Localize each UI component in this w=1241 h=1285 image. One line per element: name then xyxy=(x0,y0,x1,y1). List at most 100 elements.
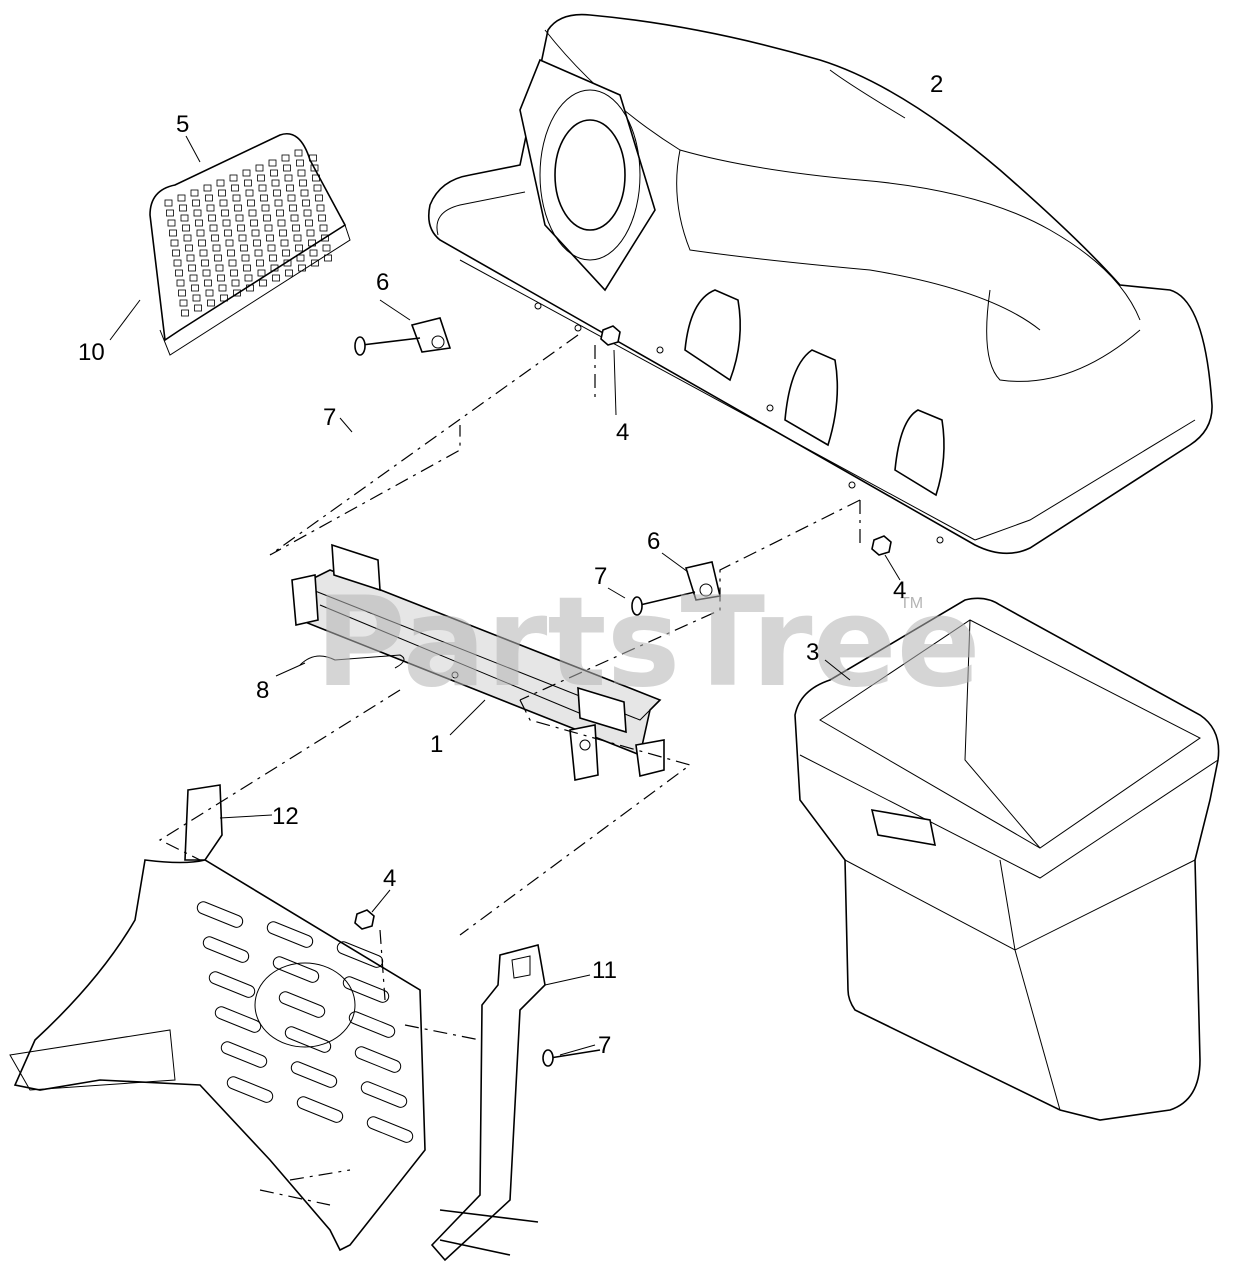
mesh-cell xyxy=(190,189,199,197)
callout-4-lower: 4 xyxy=(383,865,396,892)
mesh-cell xyxy=(216,179,225,187)
mesh-cell xyxy=(276,209,284,217)
mesh-cell xyxy=(316,204,325,212)
mesh-cell xyxy=(296,254,305,262)
mesh-cell xyxy=(298,264,306,272)
callout-1: 1 xyxy=(430,731,443,758)
mesh-cell xyxy=(198,239,206,247)
mesh-cell xyxy=(199,249,208,257)
mesh-cell xyxy=(219,199,228,207)
mesh-cell xyxy=(170,239,179,247)
frame-slot xyxy=(354,1046,402,1073)
frame-slot xyxy=(196,901,244,928)
mesh-cell xyxy=(287,194,296,202)
mesh-cell xyxy=(283,259,292,267)
part-nut-c xyxy=(354,909,375,930)
mesh-cell xyxy=(247,199,255,207)
mesh-cell xyxy=(311,259,319,267)
mesh-cell xyxy=(302,199,310,207)
mesh-cell xyxy=(313,184,322,192)
mesh-cell xyxy=(227,249,235,257)
mesh-cell xyxy=(173,259,182,267)
mesh-cell xyxy=(260,194,268,202)
mesh-cell xyxy=(286,184,294,192)
frame-slot xyxy=(284,1026,332,1053)
mesh-cell xyxy=(207,299,215,307)
mesh-cell xyxy=(255,164,264,172)
part-mount-bar xyxy=(291,543,665,781)
mesh-cell xyxy=(322,244,331,252)
mesh-cell xyxy=(228,259,237,267)
part-bracket-lower xyxy=(631,561,721,616)
mesh-cell xyxy=(229,174,238,182)
callout-10: 10 xyxy=(78,339,105,366)
mesh-cell xyxy=(308,239,316,247)
frame-slot xyxy=(208,971,256,998)
mesh-cell xyxy=(211,234,219,242)
mesh-cell xyxy=(242,169,251,177)
mesh-cell xyxy=(299,179,307,187)
part-bag xyxy=(794,597,1220,1121)
mesh-cell xyxy=(217,274,225,282)
mesh-cell xyxy=(283,164,291,172)
mesh-cell xyxy=(256,259,264,267)
callout-2: 2 xyxy=(930,71,943,98)
part-bolt-lower-a xyxy=(549,1049,601,1059)
mesh-cell xyxy=(189,274,198,282)
frame-slot xyxy=(266,921,314,948)
part-bolt-lower-b xyxy=(439,1209,539,1223)
mesh-cell xyxy=(244,179,252,187)
mesh-cell xyxy=(164,199,173,207)
mesh-cell xyxy=(176,279,185,287)
frame-slot xyxy=(202,936,250,963)
mesh-cell xyxy=(321,234,329,242)
mesh-cell xyxy=(167,219,176,227)
callout-3: 3 xyxy=(806,639,819,666)
mesh-cell xyxy=(243,264,251,272)
mesh-cell xyxy=(214,254,222,262)
callout-6-upper: 6 xyxy=(376,269,389,296)
mesh-cell xyxy=(271,179,280,187)
screen-mesh xyxy=(164,149,332,317)
mesh-cell xyxy=(267,244,276,252)
mesh-cell xyxy=(193,209,202,217)
mesh-cell xyxy=(268,159,277,167)
mesh-cell xyxy=(183,234,192,242)
mesh-cell xyxy=(300,189,309,197)
mesh-cell xyxy=(257,174,265,182)
mesh-cell xyxy=(177,194,186,202)
mesh-cell xyxy=(248,209,257,217)
frame-slots xyxy=(196,901,414,1143)
callout-8: 8 xyxy=(256,677,269,704)
mesh-cell xyxy=(202,269,211,277)
mesh-cell xyxy=(203,184,212,192)
mesh-cell xyxy=(258,184,267,192)
mesh-cell xyxy=(279,229,287,237)
mesh-cell xyxy=(312,174,320,182)
callout-12: 12 xyxy=(272,803,299,830)
callout-7-middle: 7 xyxy=(594,563,607,590)
frame-slot xyxy=(214,1006,262,1033)
mesh-cell xyxy=(266,234,274,242)
mesh-cell xyxy=(172,249,180,257)
mesh-cell xyxy=(208,214,216,222)
mesh-cell xyxy=(292,224,300,232)
mesh-cell xyxy=(274,199,283,207)
mesh-cell xyxy=(270,169,278,177)
mesh-cell xyxy=(234,204,242,212)
mesh-cell xyxy=(264,224,273,232)
mesh-cell xyxy=(282,249,290,257)
mesh-cell xyxy=(222,219,231,227)
mesh-cell xyxy=(218,284,227,292)
mesh-cell xyxy=(295,244,303,252)
mesh-cell xyxy=(205,289,214,297)
mesh-cell xyxy=(277,219,286,227)
mesh-cell xyxy=(204,279,212,287)
mesh-cell xyxy=(166,209,174,217)
mesh-cell xyxy=(261,204,270,212)
mesh-cell xyxy=(290,214,299,222)
mesh-cell xyxy=(318,214,326,222)
frame-slot xyxy=(278,991,326,1018)
mesh-cell xyxy=(237,224,245,232)
